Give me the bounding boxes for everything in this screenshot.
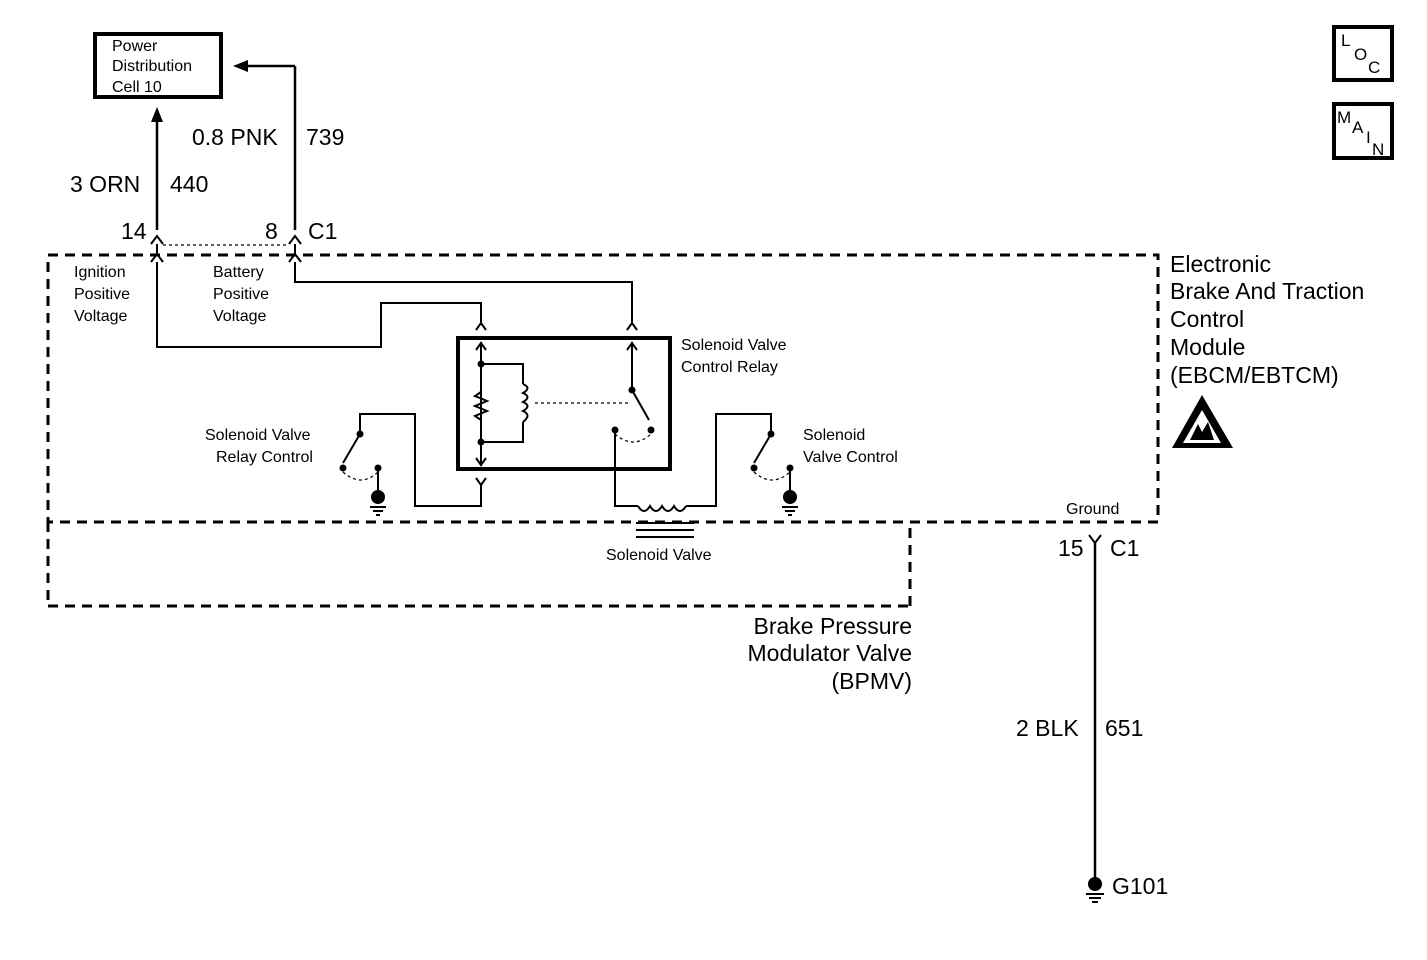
loc-letter-o: O xyxy=(1354,45,1367,64)
ebcm-label-4: Module xyxy=(1170,334,1245,360)
bpmv-label-2: Modulator Valve xyxy=(748,640,913,666)
battery-internal-wire xyxy=(294,262,638,331)
loc-button[interactable]: L O C xyxy=(1332,25,1394,82)
ignition-label-3: Voltage xyxy=(74,308,127,325)
loc-letter-l: L xyxy=(1341,31,1350,50)
relay-label-2: Control Relay xyxy=(681,359,778,376)
ground-point-label: G101 xyxy=(1112,873,1168,899)
wire-blk-circuit: 651 xyxy=(1105,715,1143,741)
relay-control-label-1: Solenoid Valve xyxy=(205,427,311,444)
wire-440-orn xyxy=(151,107,163,230)
main-letter-a: A xyxy=(1352,118,1364,137)
connector-pin-8: 8 xyxy=(265,218,278,244)
solenoid-valve-coil xyxy=(614,413,772,538)
relay-coil-symbol xyxy=(520,383,529,423)
wire-orn-circuit: 440 xyxy=(170,171,208,197)
power-distribution-label-3: Cell 10 xyxy=(112,79,162,96)
battery-label-1: Battery xyxy=(213,264,264,281)
loc-letter-c: C xyxy=(1368,58,1380,77)
ground-connector xyxy=(1086,534,1104,903)
ebcm-label-1: Electronic xyxy=(1170,251,1271,277)
ground-label: Ground xyxy=(1066,501,1119,518)
resistor-symbol xyxy=(472,391,490,421)
connector-pin-14: 14 xyxy=(121,218,147,244)
connector-c1-label: C1 xyxy=(308,218,337,244)
relay-control-switch xyxy=(339,430,386,516)
solenoid-valve-label: Solenoid Valve xyxy=(606,547,712,564)
relay-output-wire xyxy=(359,413,487,507)
valve-control-label-1: Solenoid xyxy=(803,427,865,444)
wire-pnk-circuit: 739 xyxy=(306,124,344,150)
bpmv-label-1: Brake Pressure xyxy=(753,613,912,639)
esd-warning-icon xyxy=(1172,395,1233,448)
power-distribution-label-2: Distribution xyxy=(112,58,192,75)
wire-blk-gauge-color: 2 BLK xyxy=(1016,715,1079,741)
solenoid-valve-control-relay xyxy=(456,336,672,471)
main-letter-i: I xyxy=(1366,128,1371,147)
ebcm-label-3: Control xyxy=(1170,306,1244,332)
ground-pin-15: 15 xyxy=(1058,535,1084,561)
power-distribution-label-1: Power xyxy=(112,38,158,55)
ebcm-boundary xyxy=(46,253,1160,524)
power-distribution-box: Power Distribution Cell 10 xyxy=(93,32,223,99)
ebcm-label-2: Brake And Traction xyxy=(1170,278,1364,304)
main-button[interactable]: M A I N xyxy=(1332,102,1394,160)
relay-label-1: Solenoid Valve xyxy=(681,337,787,354)
bpmv-label-3: (BPMV) xyxy=(832,668,913,694)
wire-pnk-gauge-color: 0.8 PNK xyxy=(192,124,278,150)
valve-control-label-2: Valve Control xyxy=(803,449,898,466)
bpmv-boundary xyxy=(46,522,912,608)
wire-orn-gauge-color: 3 ORN xyxy=(70,171,140,197)
ebcm-label-5: (EBCM/EBTCM) xyxy=(1170,362,1339,388)
relay-control-label-2: Relay Control xyxy=(216,449,313,466)
ground-connector-c1: C1 xyxy=(1110,535,1139,561)
connector-c1-top xyxy=(150,234,302,263)
battery-label-3: Voltage xyxy=(213,308,266,325)
ignition-internal-wire xyxy=(156,262,487,348)
battery-label-2: Positive xyxy=(213,286,269,303)
valve-control-switch xyxy=(750,430,798,516)
wire-739-pnk xyxy=(233,60,297,230)
ignition-label-1: Ignition xyxy=(74,264,126,281)
main-letter-m: M xyxy=(1337,108,1351,127)
main-letter-n: N xyxy=(1372,140,1384,159)
ignition-label-2: Positive xyxy=(74,286,130,303)
